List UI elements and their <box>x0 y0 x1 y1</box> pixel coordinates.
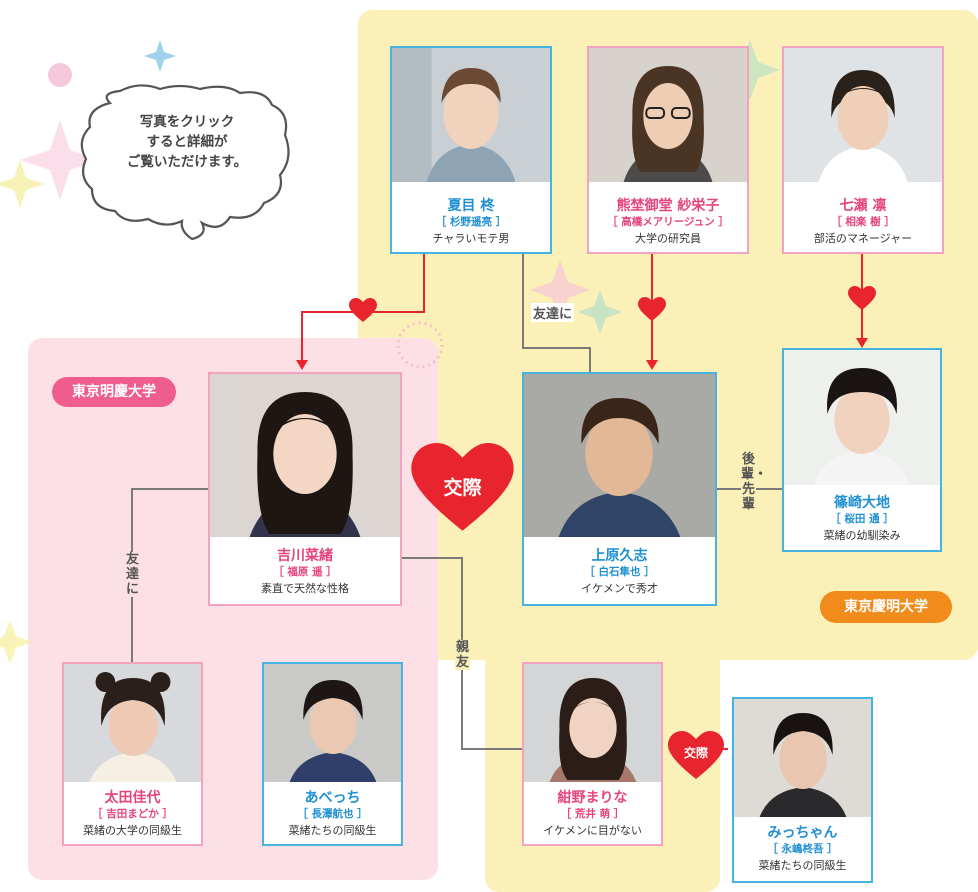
left-group-badge: 東京明慶大学 <box>52 377 176 407</box>
character-description: イケメンに目がない <box>543 824 642 837</box>
dating-label-small: 交際 <box>683 746 708 760</box>
character-name: あべっち <box>304 790 361 806</box>
character-photo[interactable] <box>524 664 661 782</box>
actor-name: ［ 白石隼也 ］ <box>584 566 655 578</box>
character-description: チャラいモテ男 <box>432 232 510 245</box>
character-photo[interactable] <box>524 374 715 537</box>
character-name: 吉川菜緒 <box>277 548 333 564</box>
character-photo[interactable] <box>589 48 747 182</box>
character-card-yoshikawa[interactable]: 吉川菜緒 ［ 福原 遥 ］ 素直で天然な性格 <box>208 372 402 606</box>
actor-name: ［ 長澤航也 ］ <box>297 808 368 820</box>
character-name: みっちゃん <box>767 825 838 841</box>
character-info: 熊埜御堂 紗栄子 ［ 高橋メアリージュン ］ 大学の研究員 <box>589 198 747 252</box>
character-card-nanase[interactable]: 七瀬 凛 ［ 相楽 樹 ］ 部活のマネージャー <box>782 46 944 254</box>
character-name: 篠崎大地 <box>834 495 890 511</box>
character-description: 菜緒の大学の同級生 <box>83 824 182 837</box>
relation-friend-left: 友達に <box>125 552 140 597</box>
speech-bubble <box>80 84 290 241</box>
right-group-badge: 東京慶明大学 <box>820 591 952 623</box>
character-photo[interactable] <box>784 48 942 182</box>
character-info: 上原久志 ［ 白石隼也 ］ イケメンで秀才 <box>524 548 715 604</box>
character-info: 吉川菜緒 ［ 福原 遥 ］ 素直で天然な性格 <box>210 548 400 604</box>
character-info: 夏目 柊 ［ 杉野遥亮 ］ チャラいモテ男 <box>392 198 550 252</box>
character-info: 七瀬 凛 ［ 相楽 樹 ］ 部活のマネージャー <box>784 198 942 252</box>
character-info: あべっち ［ 長澤航也 ］ 菜緒たちの同級生 <box>264 790 401 844</box>
character-info: みっちゃん ［ 永嶋柊吾 ］ 菜緒たちの同級生 <box>734 825 871 881</box>
character-card-micchan[interactable]: みっちゃん ［ 永嶋柊吾 ］ 菜緒たちの同級生 <box>732 697 873 883</box>
character-photo[interactable] <box>734 699 871 817</box>
actor-name: ［ 高橋メアリージュン ］ <box>607 216 729 228</box>
heart-icon <box>638 297 666 321</box>
character-photo[interactable] <box>392 48 550 182</box>
actor-name: ［ 荒井 萌 ］ <box>560 808 625 820</box>
actor-name: ［ 桜田 通 ］ <box>830 513 894 525</box>
character-description: イケメンで秀才 <box>581 582 658 595</box>
small-heart-icon <box>668 731 724 779</box>
character-photo[interactable] <box>784 350 940 485</box>
actor-name: ［ 永嶋柊吾 ］ <box>767 843 838 855</box>
callout-line: ご覧いただけます。 <box>126 154 248 170</box>
relation-shinyu-text: 親友 <box>455 640 469 670</box>
relation-senpai-text: 後輩・先輩 <box>741 452 768 512</box>
character-description: 素直で天然な性格 <box>261 582 349 595</box>
character-photo[interactable] <box>210 374 400 537</box>
character-card-abecchi[interactable]: あべっち ［ 長澤航也 ］ 菜緒たちの同級生 <box>262 662 403 846</box>
character-name: 上原久志 <box>591 548 648 564</box>
character-card-konno[interactable]: 紺野まりな ［ 荒井 萌 ］ イケメンに目がない <box>522 662 663 846</box>
character-name: 太田佳代 <box>104 790 161 806</box>
callout-line: すると詳細が <box>146 134 228 150</box>
character-name: 紺野まりな <box>557 790 628 806</box>
character-photo[interactable] <box>64 664 201 782</box>
callout-line: 写真をクリック <box>139 114 235 130</box>
character-info: 太田佳代 ［ 吉田まどか ］ 菜緒の大学の同級生 <box>64 790 201 844</box>
character-card-ota[interactable]: 太田佳代 ［ 吉田まどか ］ 菜緒の大学の同級生 <box>62 662 203 846</box>
actor-name: ［ 相楽 樹 ］ <box>831 216 895 228</box>
character-card-uehara[interactable]: 上原久志 ［ 白石隼也 ］ イケメンで秀才 <box>522 372 717 606</box>
character-info: 紺野まりな ［ 荒井 萌 ］ イケメンに目がない <box>524 790 661 844</box>
relation-shinyu: 親友 <box>455 640 470 670</box>
character-name: 七瀬 凛 <box>839 198 887 214</box>
actor-name: ［ 吉田まどか ］ <box>92 808 173 820</box>
character-description: 菜緒たちの同級生 <box>288 824 377 837</box>
character-name: 夏目 柊 <box>447 198 495 214</box>
callout-text: 写真をクリック すると詳細が ご覧いただけます。 <box>97 112 277 172</box>
actor-name: ［ 福原 遥 ］ <box>273 566 337 578</box>
heart-icon <box>848 286 876 310</box>
relation-friend-left-text: 友達に <box>125 552 139 597</box>
character-description: 大学の研究員 <box>635 232 701 245</box>
character-card-kumagai[interactable]: 熊埜御堂 紗栄子 ［ 高橋メアリージュン ］ 大学の研究員 <box>587 46 749 254</box>
dating-label: 交際 <box>443 477 482 499</box>
big-heart-icon <box>411 443 514 531</box>
character-card-shinozaki[interactable]: 篠崎大地 ［ 桜田 通 ］ 菜緒の幼馴染み <box>782 348 942 552</box>
character-description: 菜緒たちの同級生 <box>758 859 847 872</box>
character-name: 熊埜御堂 紗栄子 <box>616 198 720 214</box>
character-card-natsume[interactable]: 夏目 柊 ［ 杉野遥亮 ］ チャラいモテ男 <box>390 46 552 254</box>
character-info: 篠崎大地 ［ 桜田 通 ］ 菜緒の幼馴染み <box>784 495 940 550</box>
actor-name: ［ 杉野遥亮 ］ <box>435 216 507 228</box>
character-description: 菜緒の幼馴染み <box>823 529 901 542</box>
relation-friend-top: 友達に <box>531 303 575 322</box>
heart-icon <box>349 298 377 322</box>
character-photo[interactable] <box>264 664 401 782</box>
character-description: 部活のマネージャー <box>813 232 913 245</box>
relation-senpai: 後輩・先輩 <box>741 452 767 512</box>
